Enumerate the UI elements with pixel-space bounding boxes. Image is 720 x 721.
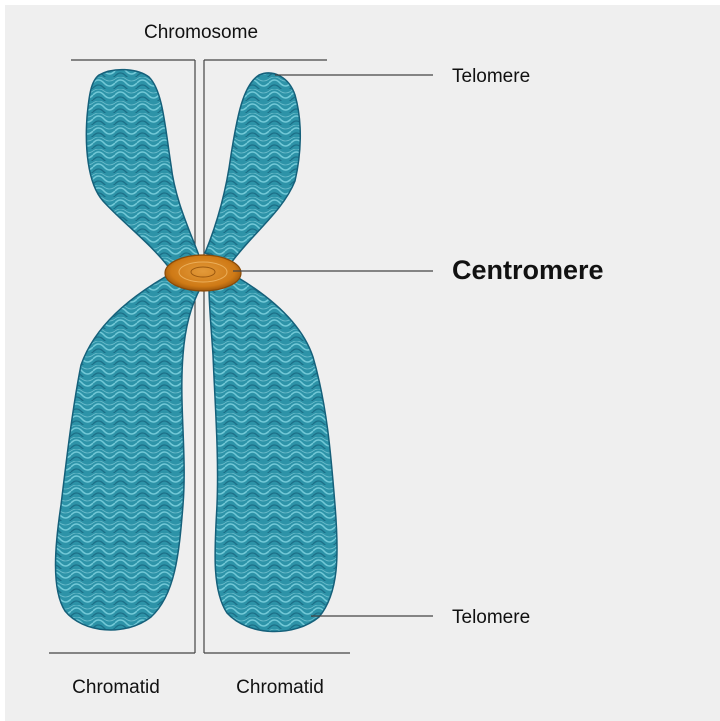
chromosome-diagram: Chromosome Telomere Centromere Telomere … bbox=[5, 5, 720, 721]
chromatid-right-label: Chromatid bbox=[236, 677, 324, 698]
centromere bbox=[165, 255, 241, 291]
chromatid-left-label: Chromatid bbox=[72, 677, 160, 698]
centromere-label: Centromere bbox=[452, 255, 604, 285]
diagram-panel: Chromosome Telomere Centromere Telomere … bbox=[5, 5, 720, 721]
telomere-top-label: Telomere bbox=[452, 66, 530, 87]
telomere-bottom-label: Telomere bbox=[452, 607, 530, 628]
chromosome-label: Chromosome bbox=[144, 22, 258, 43]
